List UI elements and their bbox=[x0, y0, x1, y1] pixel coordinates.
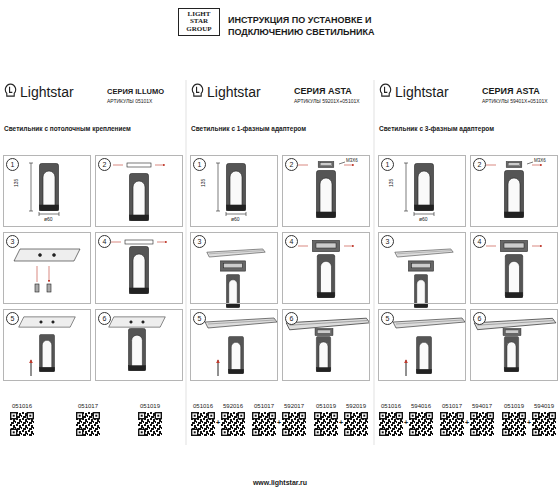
label: 051017 bbox=[442, 403, 462, 410]
label: 051016 bbox=[381, 403, 401, 410]
step-number: 3 bbox=[6, 235, 19, 248]
label: 592019 bbox=[346, 403, 366, 410]
label: АРТИКУЛЫ 59401X+05101X bbox=[482, 99, 548, 105]
label: 592016 bbox=[223, 403, 243, 410]
label: СЕРИЯ ASTA bbox=[482, 86, 540, 96]
step-panel: 3 bbox=[3, 232, 91, 304]
step-panel: 3 bbox=[378, 232, 466, 304]
label: 051016 bbox=[193, 403, 213, 410]
label: 594016 bbox=[411, 403, 431, 410]
label: 051017 bbox=[254, 403, 274, 410]
step-panel: 5 bbox=[3, 309, 91, 381]
dimension-label: ø60 bbox=[44, 217, 53, 223]
step-panel: 2 M3X6 bbox=[282, 155, 370, 227]
step-number: 1 bbox=[193, 158, 206, 171]
dimension-label: 135 bbox=[14, 179, 20, 187]
step-panel: 6 bbox=[470, 309, 558, 381]
step-panel: 2 M3X6 bbox=[470, 155, 558, 227]
label: АРТИКУЛЫ 59201X+05101X bbox=[294, 99, 360, 105]
step-number: 4 bbox=[98, 235, 111, 248]
label: 051019 bbox=[140, 403, 160, 410]
step-number: 4 bbox=[473, 235, 486, 248]
step-number: 1 bbox=[381, 158, 394, 171]
brand-logo: LIGHT STAR GROUP bbox=[178, 8, 220, 36]
step-panel: 5 bbox=[378, 309, 466, 381]
step-panel: 5 bbox=[190, 309, 278, 381]
step-number: 1 bbox=[6, 158, 19, 171]
label: 594017 bbox=[472, 403, 492, 410]
step-number: 5 bbox=[6, 312, 19, 325]
step-number: 2 bbox=[473, 158, 486, 171]
step-panel: 6 bbox=[95, 309, 183, 381]
label: + bbox=[526, 419, 532, 427]
label: + bbox=[464, 419, 470, 427]
step-number: 2 bbox=[285, 158, 298, 171]
step-number: 3 bbox=[193, 235, 206, 248]
label: СЕРИЯ ILLUMO bbox=[107, 88, 164, 97]
qr-codes bbox=[10, 412, 556, 436]
dimension-label: M3X6 bbox=[346, 158, 358, 163]
label: 594019 bbox=[534, 403, 554, 410]
label: 051019 bbox=[316, 403, 336, 410]
dimension-label: M3X6 bbox=[534, 158, 546, 163]
step-panel: 4 bbox=[95, 232, 183, 304]
label: 592017 bbox=[284, 403, 304, 410]
brand-name: Lightstar bbox=[20, 84, 74, 100]
label: Светильник с потолочным креплением bbox=[4, 125, 131, 132]
step-panel: 4 bbox=[282, 232, 370, 304]
label: Светильник с 3-фазным адаптером bbox=[379, 125, 494, 132]
brand-name: Lightstar bbox=[207, 84, 261, 100]
dimension-label: ø60 bbox=[231, 217, 240, 223]
label: www.lightstar.ru bbox=[253, 479, 307, 487]
step-number: 4 bbox=[285, 235, 298, 248]
panel-art-track bbox=[205, 161, 556, 376]
brand-name: Lightstar bbox=[395, 84, 449, 100]
sheet-title: ИНСТРУКЦИЯ ПО УСТАНОВКЕ И ПОДКЛЮЧЕНИЮ СВ… bbox=[228, 15, 378, 38]
logo-text: LIGHT STAR GROUP bbox=[180, 11, 218, 33]
label: Светильник с 1-фазным адаптером bbox=[191, 125, 306, 132]
step-panel: 1 135 ø60 bbox=[378, 155, 466, 227]
step-number: 5 bbox=[381, 312, 394, 325]
label: 051016 bbox=[12, 403, 32, 410]
label: 051019 bbox=[504, 403, 524, 410]
dimension-label: 135 bbox=[201, 179, 207, 187]
label: + bbox=[338, 419, 344, 427]
step-number: 5 bbox=[193, 312, 206, 325]
step-panel: 4 bbox=[470, 232, 558, 304]
dimension-label: 135 bbox=[389, 179, 395, 187]
step-panel: 1 135 ø60 bbox=[3, 155, 91, 227]
label: АРТИКУЛЫ 05101X bbox=[107, 99, 152, 105]
step-number: 3 bbox=[381, 235, 394, 248]
step-number: 6 bbox=[473, 312, 486, 325]
step-number: 6 bbox=[285, 312, 298, 325]
step-panel: 2 bbox=[95, 155, 183, 227]
step-panel: 6 bbox=[282, 309, 370, 381]
step-panel: 1 135 ø60 bbox=[190, 155, 278, 227]
label: + bbox=[403, 419, 409, 427]
label: 051017 bbox=[78, 403, 98, 410]
step-panel: 3 bbox=[190, 232, 278, 304]
step-number: 2 bbox=[98, 158, 111, 171]
label: + bbox=[215, 419, 221, 427]
label: + bbox=[276, 419, 282, 427]
dimension-label: ø60 bbox=[419, 217, 428, 223]
step-number: 6 bbox=[98, 312, 111, 325]
label: СЕРИЯ ASTA bbox=[294, 86, 352, 96]
column-rules bbox=[186, 80, 374, 445]
